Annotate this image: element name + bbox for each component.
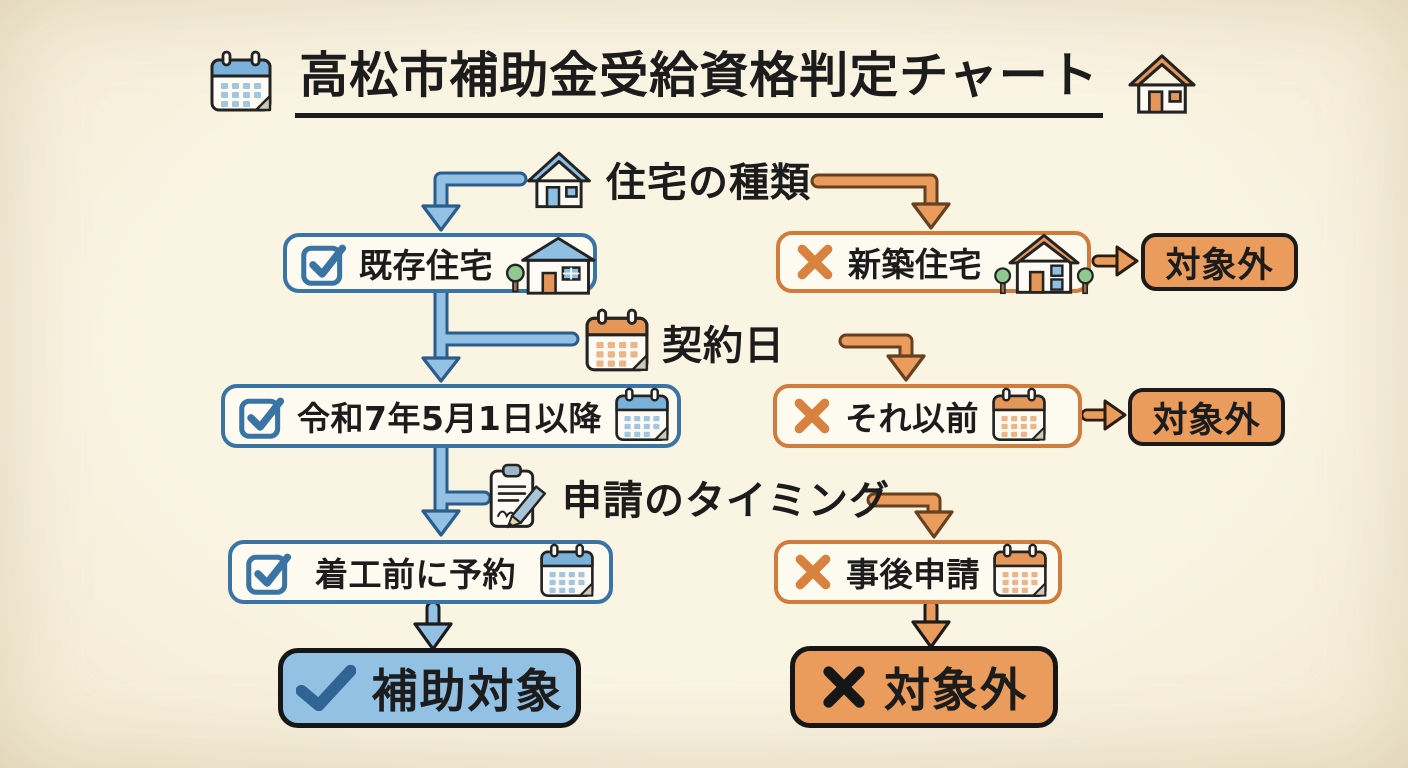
arrow-housing-yes bbox=[421, 171, 528, 232]
arrow-housing-no bbox=[810, 173, 951, 230]
house-icon bbox=[1125, 51, 1199, 115]
option-text: それ以前 bbox=[845, 399, 979, 438]
decision-text: 契約日 bbox=[662, 323, 785, 369]
decision-label-application-timing: 申請のタイミング bbox=[486, 462, 890, 532]
calendar-icon bbox=[614, 387, 670, 445]
arrow-contract-no bbox=[838, 333, 926, 382]
decision-label-housing-type: 住宅の種類 bbox=[524, 148, 811, 210]
decision-label-contract-date: 契約日 bbox=[584, 308, 785, 376]
house-with-trees-icon bbox=[994, 228, 1094, 296]
arrow-to-not-eligible-final bbox=[911, 598, 951, 649]
pill-text: 対象外 bbox=[1165, 245, 1274, 286]
not-eligible-pill-1: 対象外 bbox=[1141, 233, 1298, 291]
result-not-eligible: 対象外 bbox=[790, 646, 1058, 728]
title-row: 高松市補助金受給資格判定チャート bbox=[0, 47, 1408, 119]
option-text: 既存住宅 bbox=[359, 246, 493, 285]
clipboard-pencil-icon bbox=[486, 462, 550, 532]
checkbox-icon bbox=[239, 393, 285, 439]
arrow-timing-no bbox=[866, 492, 954, 539]
arrow-to-not-eligible-2 bbox=[1080, 399, 1127, 431]
calendar-icon bbox=[991, 387, 1047, 445]
option-text: 着工前に予約 bbox=[315, 555, 516, 594]
house-icon bbox=[524, 148, 594, 210]
x-mark-icon bbox=[820, 663, 868, 711]
house-with-tree-icon bbox=[505, 231, 597, 295]
x-mark-icon bbox=[791, 395, 833, 437]
not-eligible-pill-2: 対象外 bbox=[1128, 388, 1285, 446]
pill-text: 対象外 bbox=[1152, 400, 1261, 441]
arrow-to-eligible bbox=[413, 600, 453, 651]
option-before-date: それ以前 bbox=[773, 384, 1082, 448]
decision-text: 住宅の種類 bbox=[606, 160, 811, 206]
result-text: 対象外 bbox=[884, 663, 1028, 717]
calendar-icon bbox=[539, 543, 595, 601]
option-new-house: 新築住宅 bbox=[776, 231, 1091, 293]
calendar-icon bbox=[992, 543, 1048, 601]
calendar-icon bbox=[209, 50, 273, 116]
arrow-to-not-eligible-1 bbox=[1091, 245, 1139, 277]
x-mark-icon bbox=[794, 241, 836, 283]
option-text: 令和7年5月1日以降 bbox=[297, 399, 602, 438]
arrow-timing-yes bbox=[421, 440, 492, 537]
page-title: 高松市補助金受給資格判定チャート bbox=[295, 47, 1103, 119]
calendar-icon bbox=[584, 308, 650, 376]
checkbox-icon bbox=[301, 240, 347, 286]
arrow-contract-yes bbox=[421, 284, 580, 383]
checkbox-icon bbox=[246, 549, 292, 595]
option-text: 事後申請 bbox=[846, 555, 980, 594]
option-existing-house: 既存住宅 bbox=[283, 233, 597, 293]
option-after-date: 令和7年5月1日以降 bbox=[221, 384, 681, 448]
x-mark-icon bbox=[792, 551, 834, 593]
option-apply-after: 事後申請 bbox=[774, 540, 1062, 604]
option-text: 新築住宅 bbox=[848, 245, 982, 284]
result-eligible: 補助対象 bbox=[278, 648, 581, 728]
decision-text: 申請のタイミング bbox=[562, 478, 890, 524]
option-reserve-before-construction: 着工前に予約 bbox=[228, 540, 613, 604]
result-text: 補助対象 bbox=[371, 664, 564, 718]
check-icon bbox=[296, 665, 356, 711]
